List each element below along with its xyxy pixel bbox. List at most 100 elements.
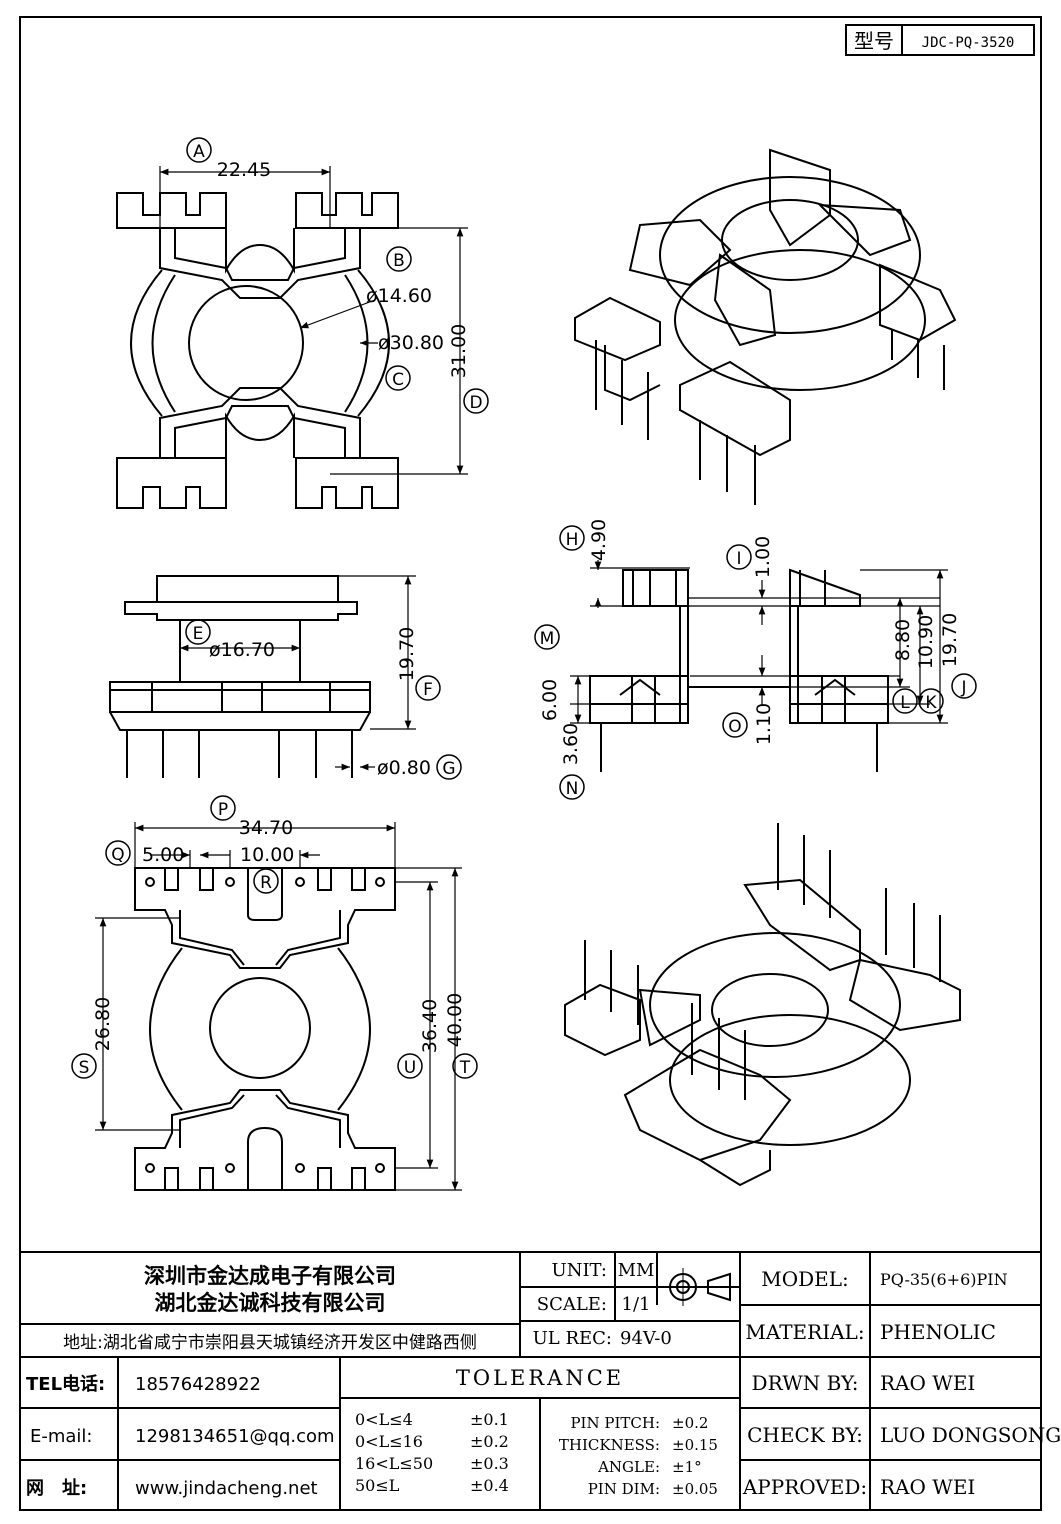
web-value: www.jindacheng.net — [135, 1478, 318, 1499]
pin-tol-label-3: ANGLE: — [597, 1458, 660, 1476]
callout-J-letter: J — [960, 678, 966, 698]
tol-range-4: 50≤L — [355, 1476, 400, 1495]
dim-F-value: 19.70 — [396, 627, 418, 681]
model-label: MODEL: — [761, 1267, 849, 1291]
title-block-text: 深圳市金达成电子有限公司 湖北金达诚科技有限公司 地址:湖北省咸宁市崇阳县天城镇… — [26, 1260, 1061, 1499]
bottom-view-labels: P 34.70 Q 5.00 10.00 R 26.80 S 40.00 T 3… — [71, 795, 478, 1079]
callout-H-letter: H — [566, 530, 579, 550]
tol-value-3: ±0.3 — [470, 1454, 509, 1473]
section-view — [589, 568, 889, 772]
dim-L-value: 8.80 — [892, 619, 914, 661]
scale-value: 1/1 — [622, 1294, 651, 1315]
callout-E — [185, 619, 211, 645]
dim-G-value: ø0.80 — [377, 757, 431, 779]
check-value: LUO DONGSONG — [880, 1423, 1061, 1447]
tol-value-2: ±0.2 — [470, 1432, 509, 1451]
section-view-dims — [570, 560, 948, 724]
sheet-border — [19, 16, 1042, 1511]
pin-tol-value-4: ±0.05 — [672, 1480, 718, 1498]
model-box-value: JDC-PQ-3520 — [922, 35, 1015, 51]
isometric-view-bottom — [564, 823, 961, 1187]
callout-P — [210, 795, 236, 821]
dim-U-value: 36.40 — [419, 999, 441, 1053]
unit-value: MM — [618, 1260, 655, 1281]
callout-R-letter: R — [260, 873, 272, 893]
tolerance-rows: 0<L≤4 ±0.1 0<L≤16 ±0.2 16<L≤50 ±0.3 50≤L… — [355, 1410, 509, 1495]
callout-U — [397, 1053, 423, 1079]
approved-value: RAO WEI — [880, 1475, 975, 1499]
callout-A — [186, 137, 212, 163]
top-view-labels: A 22.45 B ø14.60 ø30.80 C 31.00 D — [186, 137, 489, 414]
drawn-label: DRWN BY: — [752, 1371, 859, 1395]
dim-Q-value: 5.00 — [142, 844, 184, 866]
callout-T — [452, 1053, 478, 1079]
tel-value: 18576428922 — [135, 1374, 261, 1395]
dim-P-value: 34.70 — [239, 817, 293, 839]
drawn-value: RAO WEI — [880, 1371, 975, 1395]
company-name-1: 深圳市金达成电子有限公司 — [144, 1264, 396, 1288]
callout-N-letter: N — [566, 779, 579, 799]
callout-Q-letter: Q — [111, 845, 124, 865]
callout-Q — [105, 840, 131, 866]
dim-B-value: ø14.60 — [366, 285, 432, 307]
callout-B-letter: B — [393, 251, 405, 271]
callout-C — [385, 365, 411, 391]
callout-R — [253, 868, 279, 894]
callout-O-letter: O — [728, 717, 741, 737]
scale-label: SCALE: — [537, 1294, 607, 1315]
dim-D-value: 31.00 — [448, 324, 470, 378]
model-value: PQ-35(6+6)PIN — [880, 1270, 1008, 1289]
dim-O-value: 1.10 — [753, 703, 775, 745]
callout-U-letter: U — [404, 1058, 416, 1078]
callout-S-letter: S — [79, 1058, 90, 1078]
callout-F — [415, 675, 441, 701]
top-view-dims — [159, 166, 468, 475]
dim-S-value: 26.80 — [92, 997, 114, 1051]
material-label: MATERIAL: — [745, 1320, 864, 1344]
material-value: PHENOLIC — [880, 1320, 996, 1344]
callout-S — [71, 1053, 97, 1079]
company-name-2: 湖北金达诚科技有限公司 — [155, 1291, 386, 1315]
callout-A-letter: A — [193, 142, 205, 162]
callout-H — [559, 525, 585, 551]
front-view-dims — [180, 575, 416, 771]
front-view-labels: E ø16.70 19.70 F ø0.80 G — [185, 619, 462, 780]
callout-E-letter: E — [193, 624, 204, 644]
tol-value-4: ±0.4 — [470, 1476, 509, 1495]
dim-C-value: ø30.80 — [378, 332, 444, 354]
tol-range-1: 0<L≤4 — [355, 1410, 413, 1429]
pin-tol-value-3: ±1° — [672, 1458, 702, 1476]
dim-T-value: 40.00 — [444, 993, 466, 1047]
approved-label: APPROVED: — [742, 1475, 867, 1499]
callout-O — [722, 712, 748, 738]
pin-tol-label-2: THICKNESS: — [559, 1436, 660, 1454]
tel-label: TEL电话: — [26, 1373, 105, 1395]
callout-M-letter: M — [540, 629, 555, 649]
company-address: 地址:湖北省咸宁市崇阳县天城镇经济开发区中健路西侧 — [63, 1333, 477, 1353]
dim-J-value: 19.70 — [939, 613, 961, 667]
dim-H-value: 4.90 — [588, 519, 610, 561]
dim-M-value: 6.00 — [539, 679, 561, 721]
top-view — [116, 192, 399, 509]
title-block — [20, 1251, 1041, 1510]
bottom-view-dims — [95, 822, 462, 1191]
dim-N-value: 3.60 — [560, 723, 582, 765]
callout-I — [726, 544, 752, 570]
callout-D — [463, 388, 489, 414]
email-value: 1298134651@qq.com — [135, 1426, 335, 1447]
pin-tol-value-1: ±0.2 — [672, 1414, 708, 1432]
pin-tol-label-1: PIN PITCH: — [570, 1414, 660, 1432]
callout-K — [918, 688, 944, 714]
callout-K-letter: K — [925, 693, 937, 713]
callout-L — [892, 688, 918, 714]
pin-tolerance-rows: PIN PITCH: ±0.2 THICKNESS: ±0.15 ANGLE: … — [559, 1414, 718, 1498]
unit-label: UNIT: — [552, 1260, 607, 1281]
callout-I-letter: I — [736, 549, 741, 569]
model-box: 型号 JDC-PQ-3520 — [845, 24, 1035, 56]
callout-P-letter: P — [218, 800, 228, 820]
callout-G — [436, 754, 462, 780]
front-view — [109, 575, 371, 778]
tolerance-title: TOLERANCE — [456, 1366, 624, 1390]
dim-I-value: 1.00 — [752, 536, 774, 578]
